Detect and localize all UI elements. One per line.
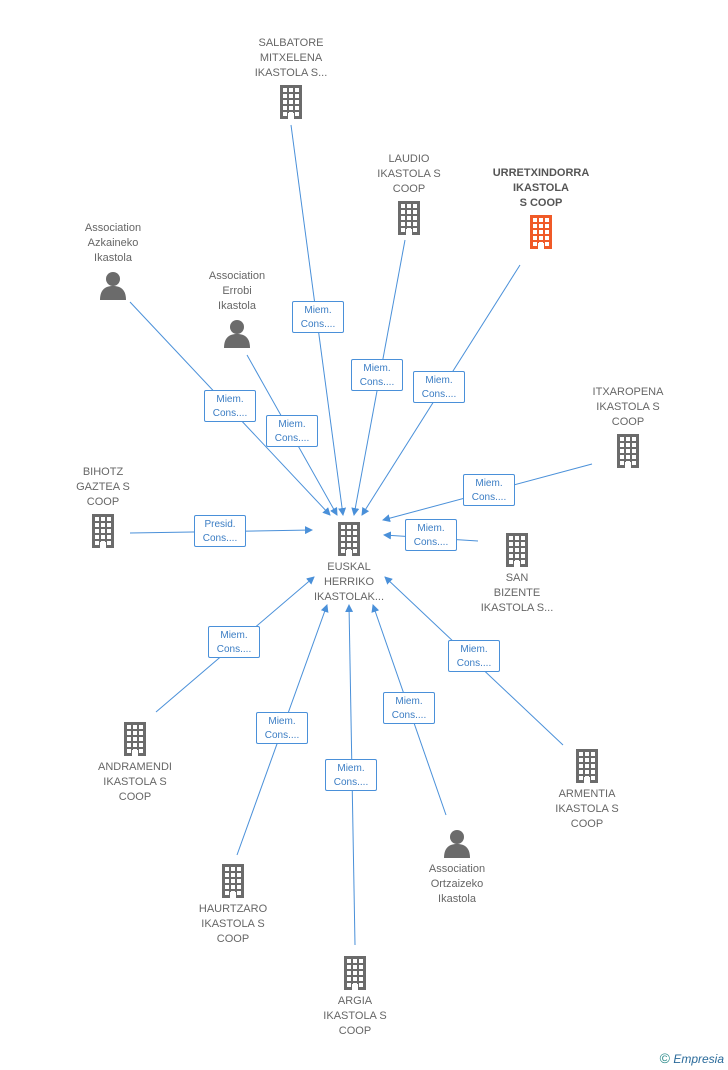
node-andramendi[interactable]: ANDRAMENDI IKASTOLA S COOP: [70, 722, 200, 805]
building-icon: [476, 215, 606, 249]
copyright-footer[interactable]: © Empresia: [660, 1050, 724, 1066]
relation-label-ortzaizeko[interactable]: Miem. Cons....: [383, 692, 435, 724]
building-icon: [452, 533, 582, 567]
node-haurtzaro[interactable]: HAURTZARO IKASTOLA S COOP: [168, 864, 298, 947]
node-label: URRETXINDORRA IKASTOLA S COOP: [492, 167, 590, 209]
node-salbatore[interactable]: SALBATORE MITXELENA IKASTOLA S...: [226, 36, 356, 119]
node-armentia[interactable]: ARMENTIA IKASTOLA S COOP: [522, 749, 652, 832]
node-label: Association Errobi Ikastola: [208, 270, 266, 312]
person-icon: [392, 828, 522, 858]
node-label: ITXAROPENA IKASTOLA S COOP: [592, 386, 664, 428]
building-icon: [168, 864, 298, 898]
brand-logo: Empresia: [673, 1052, 724, 1066]
node-label: SALBATORE MITXELENA IKASTOLA S...: [254, 37, 328, 79]
node-label: EUSKAL HERRIKO IKASTOLAK...: [313, 561, 385, 603]
node-bihotz[interactable]: BIHOTZ GAZTEA S COOP: [38, 465, 168, 548]
building-icon: [70, 722, 200, 756]
node-label: ARGIA IKASTOLA S COOP: [323, 995, 387, 1037]
building-icon: [290, 956, 420, 990]
person-icon: [48, 270, 178, 300]
node-errobi[interactable]: Association Errobi Ikastola: [172, 269, 302, 348]
building-icon: [226, 85, 356, 119]
building-icon: [284, 522, 414, 556]
node-label: HAURTZARO IKASTOLA S COOP: [198, 903, 268, 945]
relation-label-haurtzaro[interactable]: Miem. Cons....: [256, 712, 308, 744]
building-icon: [563, 434, 693, 468]
relation-label-urretx[interactable]: Miem. Cons....: [413, 371, 465, 403]
node-label: ARMENTIA IKASTOLA S COOP: [555, 788, 619, 830]
relation-label-andramendi[interactable]: Miem. Cons....: [208, 626, 260, 658]
node-label: Association Azkaineko Ikastola: [84, 222, 142, 264]
relation-label-salbatore[interactable]: Miem. Cons....: [292, 301, 344, 333]
node-label: BIHOTZ GAZTEA S COOP: [76, 466, 130, 508]
node-label: ANDRAMENDI IKASTOLA S COOP: [98, 761, 172, 803]
relation-label-armentia[interactable]: Miem. Cons....: [448, 640, 500, 672]
copyright-icon: ©: [659, 1050, 670, 1066]
building-icon: [344, 201, 474, 235]
node-azkaineko[interactable]: Association Azkaineko Ikastola: [48, 221, 178, 300]
relation-label-bihotz[interactable]: Presid. Cons....: [194, 515, 246, 547]
node-label: LAUDIO IKASTOLA S COOP: [377, 153, 441, 195]
node-urretx[interactable]: URRETXINDORRA IKASTOLA S COOP: [476, 166, 606, 249]
node-sanbizente[interactable]: SAN BIZENTE IKASTOLA S...: [452, 533, 582, 616]
relation-label-errobi[interactable]: Miem. Cons....: [266, 415, 318, 447]
node-label: SAN BIZENTE IKASTOLA S...: [480, 572, 554, 614]
relation-label-sanbizente[interactable]: Miem. Cons....: [405, 519, 457, 551]
building-icon: [522, 749, 652, 783]
relation-label-itxaropena[interactable]: Miem. Cons....: [463, 474, 515, 506]
node-label: Association Ortzaizeko Ikastola: [428, 863, 486, 905]
building-icon: [38, 514, 168, 548]
relation-label-laudio[interactable]: Miem. Cons....: [351, 359, 403, 391]
node-itxaropena[interactable]: ITXAROPENA IKASTOLA S COOP: [563, 385, 693, 468]
relation-label-azkaineko[interactable]: Miem. Cons....: [204, 390, 256, 422]
node-euskal[interactable]: EUSKAL HERRIKO IKASTOLAK...: [284, 522, 414, 605]
node-argia[interactable]: ARGIA IKASTOLA S COOP: [290, 956, 420, 1039]
person-icon: [172, 318, 302, 348]
node-ortzaizeko[interactable]: Association Ortzaizeko Ikastola: [392, 828, 522, 907]
node-laudio[interactable]: LAUDIO IKASTOLA S COOP: [344, 152, 474, 235]
relation-label-argia[interactable]: Miem. Cons....: [325, 759, 377, 791]
